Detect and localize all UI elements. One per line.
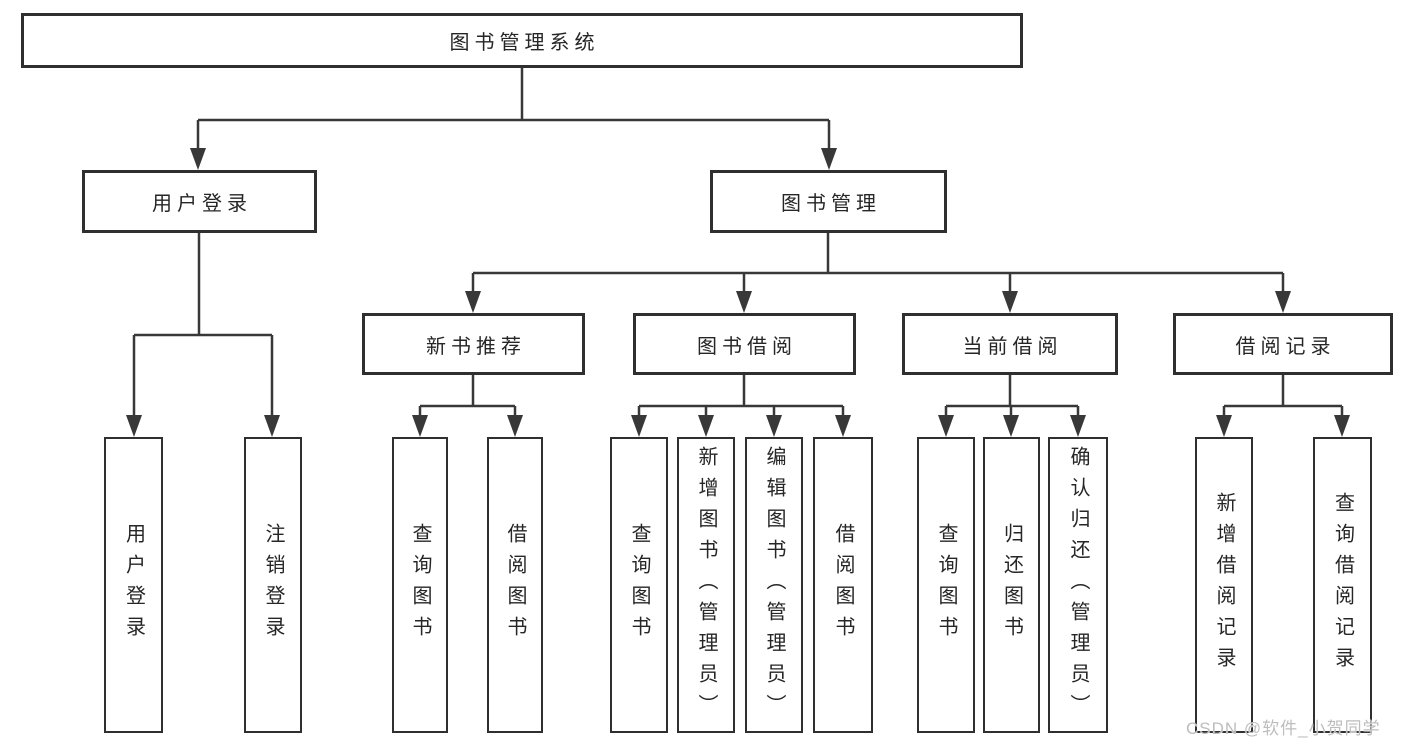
csdn-watermark: CSDN @软件_小贺同学 — [1186, 719, 1381, 738]
node-new-book-recommend: 新书推荐 — [362, 313, 585, 375]
node-current-borrow: 当前借阅 — [902, 313, 1118, 375]
leaf-query-books-current: 查询图书 — [917, 437, 975, 733]
leaf-label: 借阅图书 — [832, 523, 854, 647]
node-user-login: 用户登录 — [82, 170, 317, 233]
leaf-query-borrow-record: 查询借阅记录 — [1313, 437, 1372, 733]
leaf-query-books-borrow: 查询图书 — [610, 437, 668, 733]
leaf-query-books-recommend: 查询图书 — [392, 437, 448, 733]
arrowheads — [126, 148, 1350, 437]
leaf-add-book-admin: 新增图书（管理员） — [677, 437, 735, 733]
leaf-label: 借阅图书 — [504, 523, 526, 647]
leaf-label: 查询图书 — [628, 523, 650, 647]
leaf-label: 用户登录 — [122, 523, 145, 647]
leaf-label: 注销登录 — [262, 523, 284, 647]
leaf-confirm-return-admin: 确认归还（管理员） — [1048, 437, 1108, 733]
leaf-borrow-books-recommend: 借阅图书 — [487, 437, 543, 733]
leaf-label: 查询图书 — [409, 523, 431, 647]
leaf-label: 归还图书 — [1000, 523, 1023, 647]
node-book-borrow: 图书借阅 — [633, 313, 856, 375]
leaf-label: 新增图书（管理员） — [695, 445, 717, 725]
leaf-logout: 注销登录 — [244, 437, 302, 733]
leaf-return-books: 归还图书 — [983, 437, 1040, 733]
leaf-label: 确认归还（管理员） — [1067, 445, 1089, 725]
leaf-edit-book-admin: 编辑图书（管理员） — [745, 437, 803, 733]
leaf-label: 编辑图书（管理员） — [763, 445, 785, 725]
node-borrow-records: 借阅记录 — [1173, 313, 1393, 375]
leaf-add-borrow-record: 新增借阅记录 — [1195, 437, 1253, 733]
node-root-library-system: 图书管理系统 — [21, 13, 1023, 68]
node-book-management: 图书管理 — [710, 170, 947, 233]
leaf-user-login: 用户登录 — [104, 437, 163, 733]
leaf-label: 查询图书 — [935, 523, 957, 647]
leaf-label: 新增借阅记录 — [1213, 492, 1235, 678]
leaf-borrow-books: 借阅图书 — [813, 437, 873, 733]
leaf-label: 查询借阅记录 — [1331, 492, 1354, 678]
